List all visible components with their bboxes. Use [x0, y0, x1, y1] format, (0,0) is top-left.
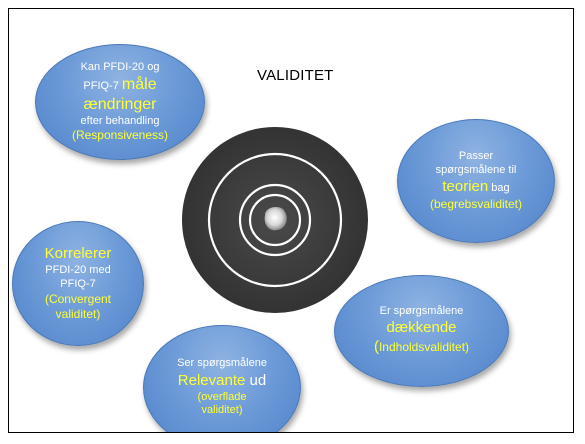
responsiveness-line3: ændringer [83, 95, 157, 113]
target-ring-middle [238, 183, 312, 257]
overflade-line2a: Relevante [177, 371, 246, 389]
target-ring-outer [207, 152, 343, 288]
responsiveness-line1: Kan PFDI-20 og [80, 60, 160, 73]
teori-line3a: teorien [442, 178, 489, 196]
bubble-indholdsvaliditet: Er spørgsmålene dækkende (Indholdsvalidi… [334, 275, 509, 387]
target-ring-inner [248, 193, 302, 247]
bubble-begrebsvaliditet: Passer spørgsmålene til teorien bag (beg… [397, 119, 555, 243]
overflade-line4: validitet) [201, 404, 243, 417]
responsiveness-line4: efter behandling [80, 114, 160, 127]
overflade-line1: Ser spørgsmålene [177, 356, 267, 369]
responsiveness-line5: (Responsiveness) [71, 128, 169, 143]
teori-line1: Passer [458, 149, 494, 162]
responsiveness-line2b: måle [121, 75, 157, 93]
convergent-line1: Korrelerer [44, 245, 112, 263]
teori-line3b: bag [488, 182, 510, 195]
teori-line2: spørgsmålene til [435, 163, 517, 176]
indhold-line2: dækkende [386, 318, 457, 336]
overflade-line2b: ud [245, 371, 267, 389]
slide: VALIDITET Kan PFDI-20 og PFIQ-7 måle ænd… [8, 8, 574, 433]
convergent-line3: PFIQ-7 [60, 277, 96, 290]
target-image [182, 127, 368, 313]
bullet-hole [264, 206, 287, 231]
teori-line4: (begrebsvaliditet) [429, 197, 523, 212]
bubble-responsiveness: Kan PFDI-20 og PFIQ-7 måle ændringer eft… [35, 44, 205, 160]
convergent-line4: (Convergent [44, 291, 112, 306]
indhold-line3b: Indholdsvaliditet) [378, 340, 470, 355]
overflade-line3: (overflade [197, 390, 247, 403]
responsiveness-line2a: PFIQ-7 [83, 79, 122, 92]
indhold-line3a: ( [373, 338, 379, 356]
convergent-line5: validitet) [55, 306, 101, 321]
bubble-overfladevaliditet: Ser spørgsmålene Relevante ud (overflade… [143, 325, 301, 432]
convergent-line2: PFDI-20 med [45, 264, 111, 277]
bubble-convergent: Korrelerer PFDI-20 med PFIQ-7 (Convergen… [12, 221, 144, 346]
indhold-line1: Er spørgsmålene [379, 304, 464, 317]
slide-title: VALIDITET [257, 67, 334, 84]
